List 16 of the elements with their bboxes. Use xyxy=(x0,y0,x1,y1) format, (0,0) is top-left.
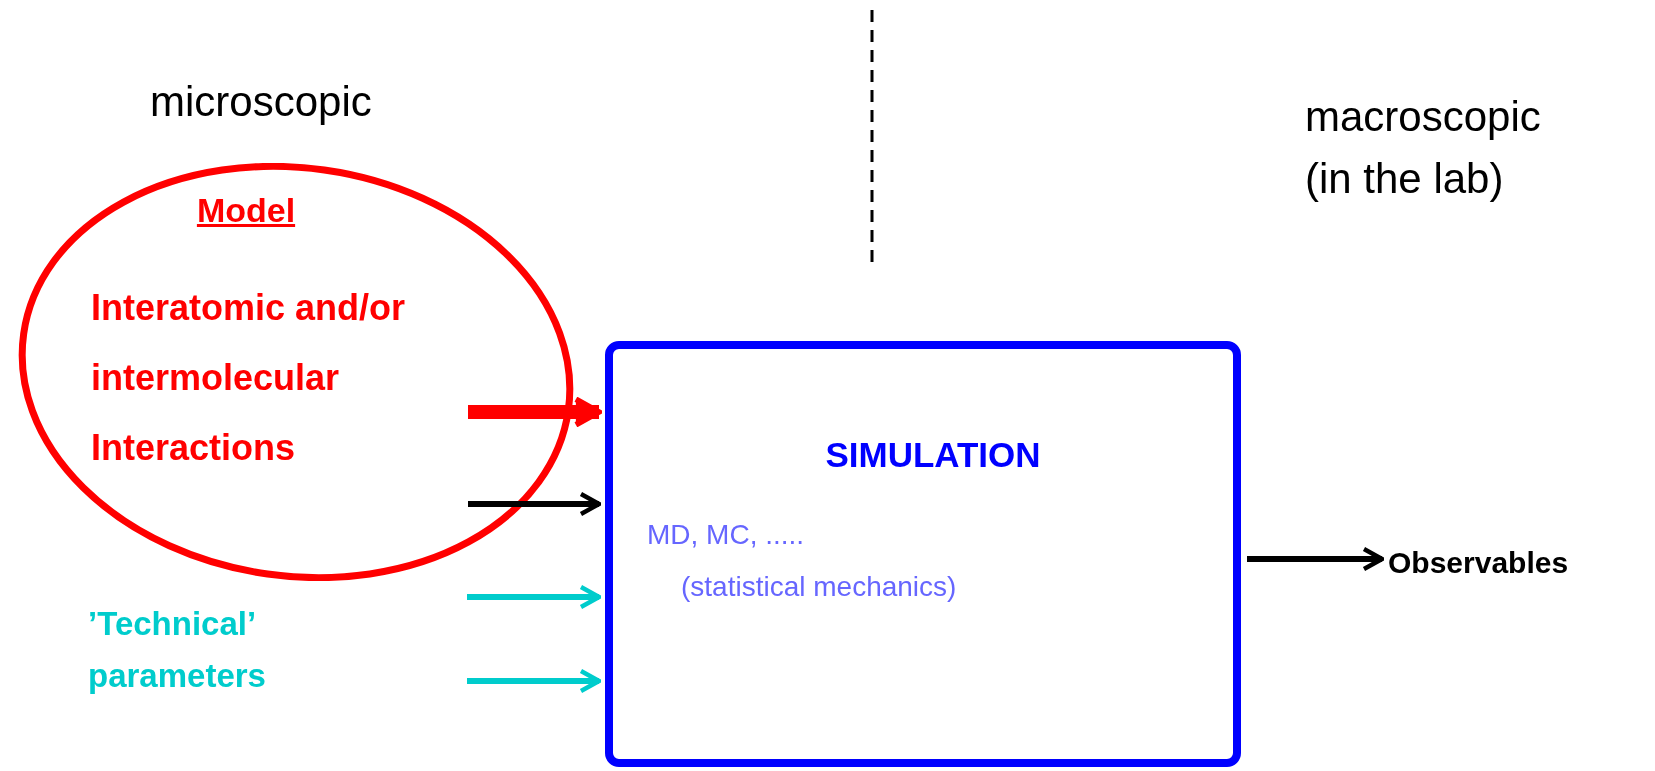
arrow xyxy=(467,668,602,694)
output-text: Observables xyxy=(1388,540,1569,585)
arrow xyxy=(468,491,602,517)
region-label: microscopic xyxy=(150,77,372,127)
model-ellipse xyxy=(16,163,576,581)
node-heading: SIMULATION xyxy=(824,434,1042,476)
node-heading: Model xyxy=(195,190,297,231)
arrow xyxy=(467,584,602,610)
node-text: (statistical mechanics) xyxy=(681,570,957,604)
arrow xyxy=(468,396,602,428)
arrow xyxy=(1247,546,1385,572)
input-label: ’Technical’ parameters xyxy=(88,604,267,696)
simulation-box xyxy=(605,341,1241,767)
node-text: MD, MC, ..... xyxy=(647,518,805,552)
node-text: Interatomic and/or intermolecular Interactions xyxy=(91,286,407,470)
region-label: macroscopic (in the lab) xyxy=(1305,92,1542,204)
